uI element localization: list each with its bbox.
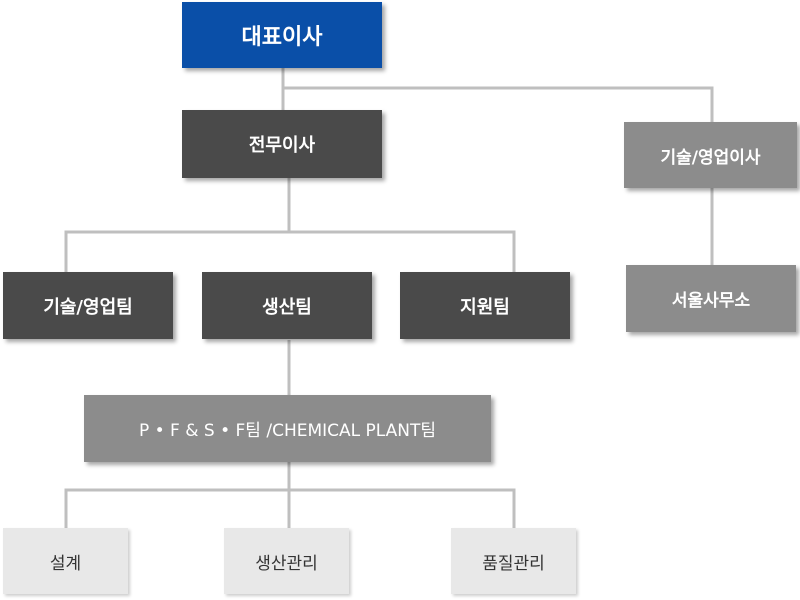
tech-sales-team-box: 기술/영업팀 [3, 272, 173, 339]
support-team-label: 지원팀 [460, 296, 510, 318]
support-team-box: 지원팀 [400, 272, 570, 339]
ceo-box: 대표이사 [182, 2, 382, 68]
production-team-label: 생산팀 [262, 296, 312, 318]
managing-director-label: 전무이사 [248, 135, 316, 156]
ceo-label: 대표이사 [241, 25, 323, 50]
design-label: 설계 [49, 553, 82, 574]
seoul-office-label: 서울사무소 [671, 291, 751, 311]
tech-sales-director-box: 기술/영업이사 [624, 122, 797, 188]
tech-sales-team-label: 기술/영업팀 [43, 296, 133, 318]
production-management-label: 생산관리 [255, 553, 318, 574]
tech-sales-director-label: 기술/영업이사 [660, 147, 761, 168]
production-team-box: 생산팀 [202, 272, 372, 339]
plant-team-box: P • F & S • F팀 /CHEMICAL PLANT팀 [84, 395, 491, 462]
quality-management-label: 품질관리 [482, 553, 545, 574]
managing-director-box: 전무이사 [182, 110, 382, 178]
design-box: 설계 [3, 528, 128, 594]
production-management-box: 생산관리 [224, 528, 349, 594]
quality-management-box: 품질관리 [451, 528, 576, 594]
plant-team-label: P • F & S • F팀 /CHEMICAL PLANT팀 [138, 421, 437, 441]
seoul-office-box: 서울사무소 [626, 265, 796, 332]
